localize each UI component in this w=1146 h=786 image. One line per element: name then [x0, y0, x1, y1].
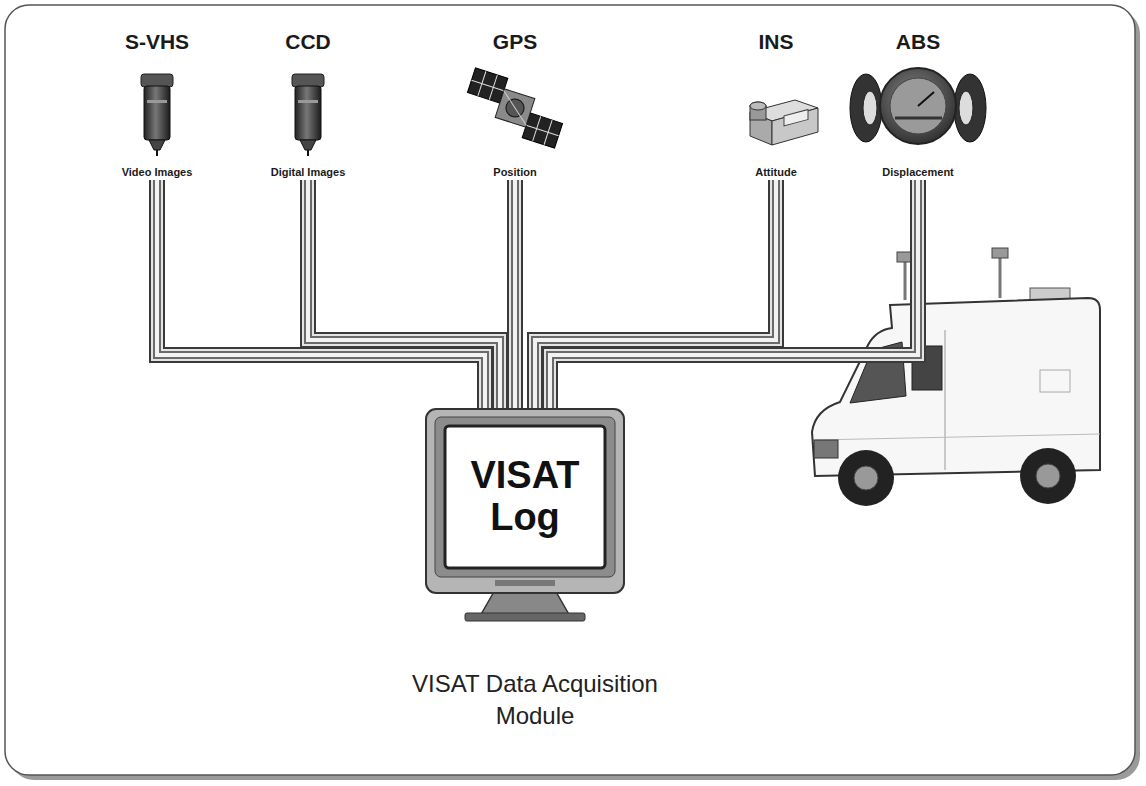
- sensor-output: Attitude: [701, 166, 851, 178]
- cable-strand: [550, 180, 918, 410]
- digital-camera-icon: [292, 74, 324, 156]
- sensor-name: GPS: [440, 30, 590, 54]
- monitor-part: [495, 580, 555, 586]
- cable-strand: [308, 180, 500, 410]
- monitor-part: [445, 426, 605, 568]
- cable-strand: [550, 180, 918, 410]
- monitor-part: [426, 409, 624, 593]
- diagram-caption: VISAT Data Acquisition Module: [375, 668, 695, 733]
- cable-strand: [535, 180, 776, 410]
- cable-bundle: [515, 180, 516, 410]
- sensor-output: Position: [440, 166, 590, 178]
- sensor-output: Displacement: [843, 166, 993, 178]
- cable-strand: [550, 180, 918, 410]
- sensor-node: CCD Digital Images: [233, 30, 383, 180]
- sensor-output: Digital Images: [233, 166, 383, 178]
- monitor-node: VISAT Log: [425, 408, 625, 623]
- cable-strand: [308, 180, 500, 410]
- sensor-output: Video Images: [82, 166, 232, 178]
- cable-strand: [157, 180, 485, 410]
- cable-strand: [550, 180, 918, 410]
- sensor-node: S-VHS Video Images: [82, 30, 232, 180]
- survey-van-illustration: [812, 248, 1100, 506]
- cable-strand: [308, 180, 500, 410]
- cable-strand: [157, 180, 485, 410]
- cable-strand: [157, 180, 485, 410]
- monitor-part: [465, 613, 585, 621]
- sensor-node: GPS Position: [440, 30, 590, 180]
- cable-strand: [535, 180, 776, 410]
- sensor-node: ABS Displacement: [843, 30, 993, 180]
- monitor-part: [435, 417, 615, 577]
- cable-strand: [507, 180, 523, 410]
- cable-strand: [511, 180, 519, 410]
- cable-bundle: [157, 180, 485, 410]
- monitor-label: VISAT Log: [449, 430, 601, 564]
- cable-strand: [535, 180, 776, 410]
- sensor-name: INS: [701, 30, 851, 54]
- sensor-name: ABS: [843, 30, 993, 54]
- frame: [5, 5, 1135, 775]
- cable-strand: [535, 180, 776, 410]
- cable-bundle: [308, 180, 500, 410]
- ins-unit-icon: [750, 100, 818, 145]
- cable-strand: [513, 180, 517, 410]
- video-camera-icon: [141, 74, 173, 156]
- sensor-name: S-VHS: [82, 30, 232, 54]
- cable-bundle: [535, 180, 776, 410]
- sensor-name: CCD: [233, 30, 383, 54]
- cable-strand: [157, 180, 485, 410]
- cable-bundle: [550, 180, 918, 410]
- abs-wheels-icon: [850, 68, 986, 144]
- gps-satellite-icon: [459, 68, 570, 148]
- sensor-node: INS Attitude: [701, 30, 851, 180]
- cable-strand: [509, 180, 521, 410]
- cable-strand: [308, 180, 500, 410]
